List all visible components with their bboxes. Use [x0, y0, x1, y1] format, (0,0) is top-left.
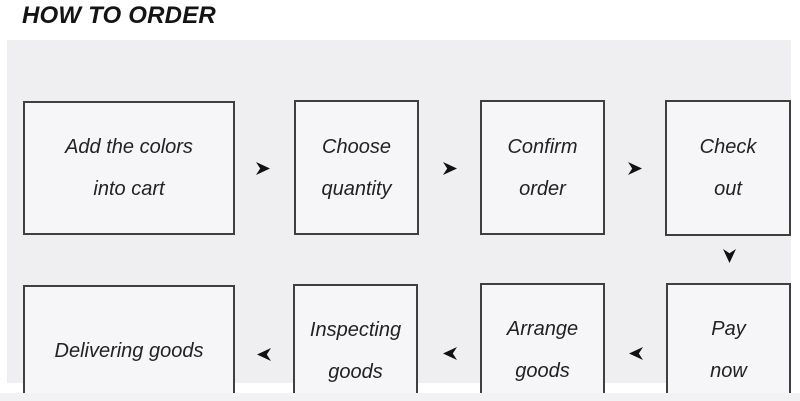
arrow-right-icon — [443, 162, 457, 175]
flow-step-label-line: Confirm — [507, 135, 578, 158]
flow-step-label-line: Arrange — [506, 318, 579, 340]
flow-step-add-to-cart: Add the colors into cart — [23, 101, 235, 235]
flow-step-label-line: order — [519, 177, 566, 200]
flow-step-label-line: quantity — [321, 177, 392, 200]
flow-step-confirm-order: Confirm order — [480, 100, 605, 235]
flow-step-label-line: Pay — [711, 318, 746, 340]
flow-step-label-line: now — [710, 360, 747, 382]
flow-step-pay-now: Pay now — [666, 283, 791, 401]
flow-step-label-line: Inspecting — [309, 318, 402, 341]
flow-step-label-line: Delivering goods — [54, 339, 204, 362]
arrow-right-icon — [256, 162, 270, 175]
next-section-edge — [0, 393, 800, 401]
flow-step-label-line: goods — [328, 360, 383, 383]
flow-step-label-line: Check — [699, 136, 757, 158]
arrow-left-icon — [257, 348, 271, 361]
arrow-down-icon — [723, 249, 736, 263]
flow-step-label-line: Add the colors — [65, 136, 193, 158]
arrow-left-icon — [443, 347, 457, 360]
flow-step-check-out: Check out — [665, 100, 791, 236]
flow-step-delivering-goods: Delivering goods — [23, 285, 235, 401]
flow-step-inspecting-goods: Inspecting goods — [293, 284, 418, 401]
arrow-left-icon — [629, 347, 643, 360]
flow-step-label-line: out — [714, 178, 742, 200]
flow-step-label-line: Choose — [322, 135, 391, 158]
flow-step-label-line: into cart — [93, 178, 165, 200]
flow-panel: Add the colors into cart Choose quantity… — [7, 40, 791, 401]
flow-step-label-line: goods — [515, 360, 570, 382]
flow-step-choose-quantity: Choose quantity — [294, 100, 419, 235]
flow-step-arrange-goods: Arrange goods — [480, 283, 605, 401]
page-title: HOW TO ORDER — [22, 2, 216, 29]
arrow-right-icon — [628, 162, 642, 175]
